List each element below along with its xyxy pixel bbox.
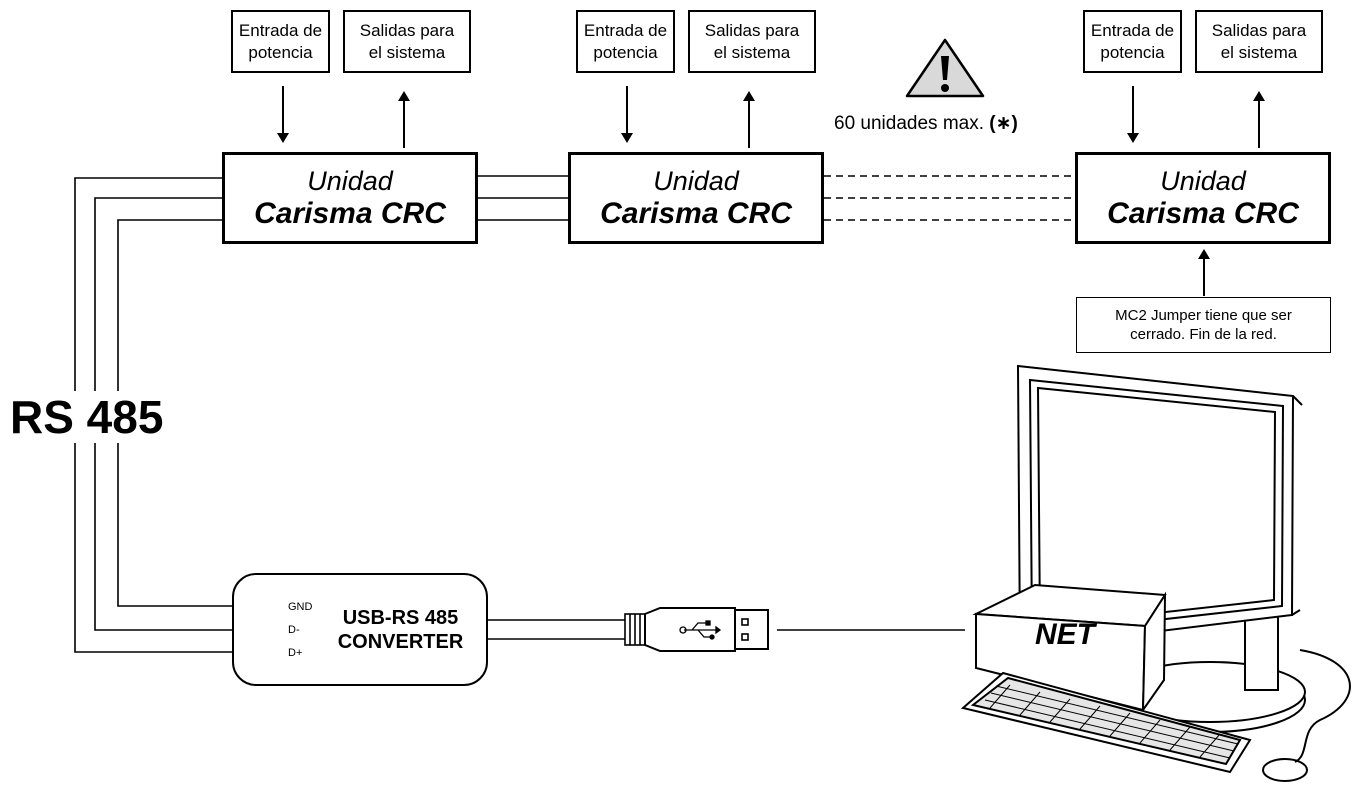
io-arrows — [277, 86, 1265, 296]
computer-icon — [960, 364, 1351, 782]
warning-icon — [905, 38, 985, 98]
power-input-box-1: Entrada de potencia — [231, 10, 330, 73]
unit-line2: Carisma CRC — [254, 197, 446, 230]
power-input-label: Entrada de potencia — [238, 20, 323, 62]
end-of-network-note: MC2 Jumper tiene que ser cerrado. Fin de… — [1076, 297, 1331, 353]
converter-label: USB-RS 485 CONVERTER — [337, 607, 464, 653]
system-output-box-3: Salidas para el sistema — [1195, 10, 1323, 73]
end-note-text: MC2 Jumper tiene que ser cerrado. Fin de… — [1115, 307, 1292, 343]
power-input-label: Entrada de potencia — [583, 20, 668, 62]
unit-line1: Unidad — [307, 166, 393, 196]
system-output-label: Salidas para el sistema — [704, 20, 800, 62]
net-label: NET — [1035, 618, 1095, 651]
terminal-dplus-label: D+ — [288, 647, 303, 659]
terminal-gnd-label: GND — [288, 601, 313, 613]
max-units-text: 60 unidades max. — [834, 113, 984, 134]
footnote-marker: (∗) — [989, 113, 1018, 134]
unit-line2: Carisma CRC — [1107, 197, 1299, 230]
usb-icon — [679, 620, 722, 640]
rs485-label: RS 485 — [8, 391, 166, 443]
unit-link-dashed — [824, 175, 1075, 221]
power-input-box-2: Entrada de potencia — [576, 10, 675, 73]
max-units-warning: 60 unidades max. (∗) — [834, 113, 1018, 135]
keyboard-keys — [984, 684, 1239, 759]
carisma-unit-1: Unidad Carisma CRC — [222, 152, 478, 244]
power-input-label: Entrada de potencia — [1090, 20, 1175, 62]
unit-link-solid — [477, 175, 570, 221]
system-output-label: Salidas para el sistema — [359, 20, 455, 62]
system-output-label: Salidas para el sistema — [1211, 20, 1307, 62]
system-output-box-1: Salidas para el sistema — [343, 10, 471, 73]
system-output-box-2: Salidas para el sistema — [688, 10, 816, 73]
unit-line2: Carisma CRC — [600, 197, 792, 230]
unit-line1: Unidad — [653, 166, 739, 196]
usb-cable — [487, 607, 965, 652]
terminal-dminus-label: D- — [288, 624, 300, 636]
unit-line1: Unidad — [1160, 166, 1246, 196]
usb-rs485-converter — [232, 573, 488, 686]
carisma-unit-3: Unidad Carisma CRC — [1075, 152, 1331, 244]
carisma-unit-2: Unidad Carisma CRC — [568, 152, 824, 244]
power-input-box-3: Entrada de potencia — [1083, 10, 1182, 73]
